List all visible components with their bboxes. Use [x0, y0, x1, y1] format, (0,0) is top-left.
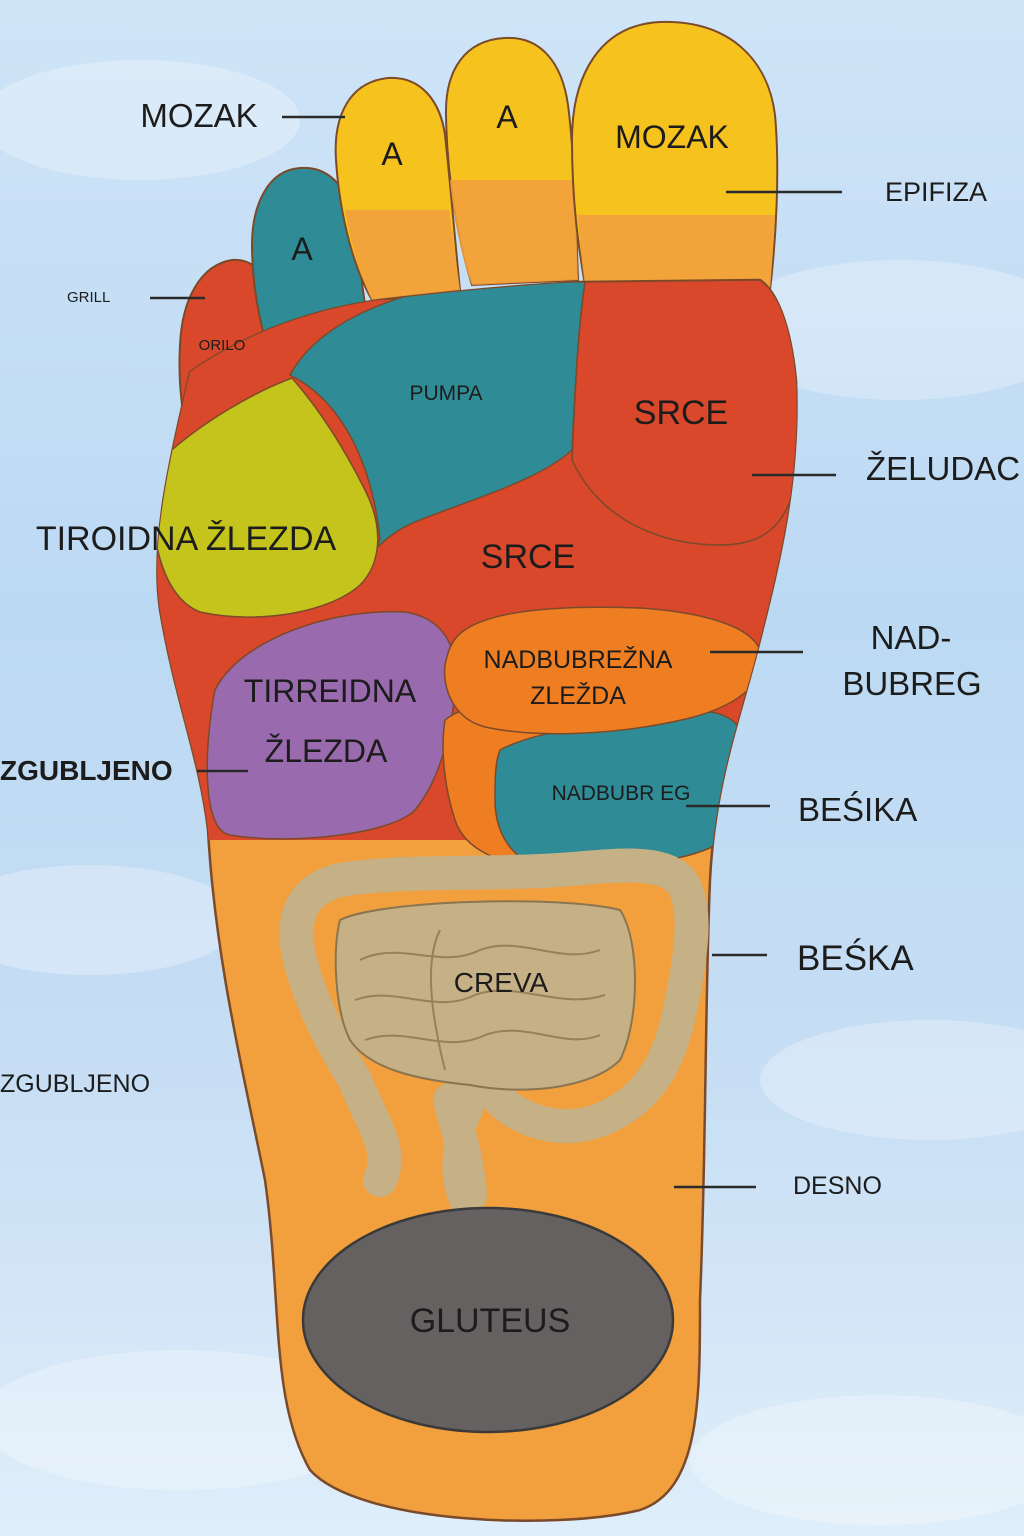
zone-label-nadbubreg: NADBUBR EG [552, 782, 691, 805]
zone-label-third-toe: A [381, 136, 403, 172]
zone-tiroidna [157, 377, 379, 618]
second-toe-base [450, 180, 578, 285]
small-intestine [334, 900, 636, 1091]
zone-label-srce-upper: SRCE [634, 394, 728, 432]
gluteus-zone [301, 1206, 675, 1434]
zone-label-srce-mid: SRCE [481, 538, 575, 576]
callout-labels: MOZAK EPIFIZA GRILL ŽELUDAC NAD- BUBREG … [0, 97, 1020, 1200]
zone-label-nadbubrezna-1: NADBUBREŽNA [484, 645, 673, 674]
callout-grill: GRILL [67, 289, 110, 306]
callout-nad: NAD- [871, 619, 952, 656]
callout-bubreg: BUBREG [842, 665, 981, 702]
callout-epifiza: EPIFIZA [885, 177, 987, 207]
background-clouds [0, 60, 1024, 1525]
rectum [442, 1097, 483, 1213]
zone-labels: ORILO A A A MOZAK PUMPA SRCE TIROIDNA ŽL… [36, 99, 729, 1340]
callout-izgubljeno-2: ZGUBLJENO [0, 1070, 150, 1098]
zone-nadbubrezna [443, 606, 763, 735]
big-toe-base [578, 215, 775, 290]
callout-izgubljeno-1: ZGUBLJENO [0, 755, 173, 786]
zone-label-orilo: ORILO [199, 337, 246, 354]
zone-label-big-toe: MOZAK [615, 119, 729, 155]
zone-label-pumpa: PUMPA [409, 382, 482, 405]
zone-label-tiroidna: TIROIDNA ŽLEZDA [36, 520, 337, 558]
callout-beska: BEŚKA [797, 938, 914, 978]
zone-tirreidna [206, 610, 457, 840]
zone-label-second-toe: A [496, 99, 518, 135]
intestines [279, 848, 709, 1213]
zone-label-nadbubrezna-2: ZLEŽDA [530, 681, 626, 710]
callout-mozak: MOZAK [140, 97, 257, 134]
intestine-folds [354, 929, 606, 1071]
third-toe-base [345, 210, 460, 300]
zone-label-tirreidna-1: TIRREIDNA [244, 673, 417, 709]
zone-label-tirreidna-2: ŽLEZDA [265, 733, 388, 769]
sole [156, 278, 798, 1522]
callout-besika: BEŚIKA [798, 790, 917, 828]
callout-desno: DESNO [793, 1172, 882, 1200]
zone-label-creva: CREVA [454, 967, 549, 998]
callout-zeludac: ŽELUDAC [866, 450, 1020, 487]
zone-srce-upper [571, 280, 797, 546]
leader-lines [150, 115, 842, 1189]
zone-label-fourth-toe: A [291, 231, 313, 267]
zone-label-gluteus: GLUTEUS [410, 1302, 571, 1340]
